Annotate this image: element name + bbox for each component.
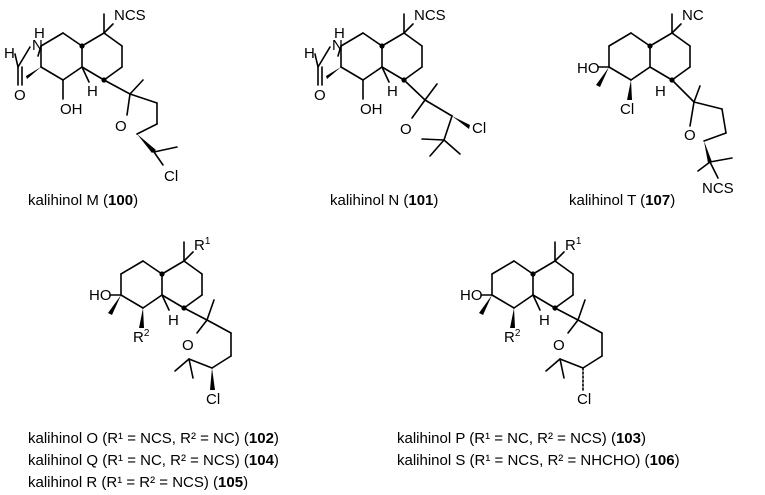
- structure-kalihinol-n: NCS N H H O OH H O Cl: [304, 7, 486, 157]
- caption-kalihinol-m: kalihinol M (100): [28, 192, 139, 209]
- caption-kalihinol-o: kalihinol O (R¹ = NCS, R² = NC) (102): [28, 430, 279, 447]
- ho-label: HO: [89, 287, 112, 304]
- n-label: N: [32, 37, 43, 54]
- o-label: O: [684, 127, 696, 144]
- o-label: O: [182, 337, 194, 354]
- oh-label: OH: [60, 101, 83, 118]
- h-label: H: [387, 83, 398, 100]
- h-label: H: [34, 25, 45, 42]
- r-label: R1: [194, 236, 211, 254]
- r-label: R2: [504, 328, 521, 346]
- h-label: H: [87, 83, 98, 100]
- o-label: O: [14, 87, 26, 104]
- cl-label: Cl: [577, 391, 591, 408]
- cl-label: Cl: [472, 120, 486, 137]
- caption-kalihinol-s: kalihinol S (R¹ = NCS, R² = NHCHO) (106): [397, 452, 680, 469]
- structure-kalihinol-t: NC HO Cl H O NCS: [577, 7, 734, 197]
- caption-kalihinol-n: kalihinol N (101): [330, 192, 439, 209]
- h-label: H: [655, 83, 666, 100]
- structure-kalihinol-oqr: R1 HO R2 H O Cl: [89, 236, 232, 408]
- structure-kalihinol-ps: R1 HO R2 H O Cl: [460, 236, 603, 408]
- h-label: H: [539, 312, 550, 329]
- h-label: H: [4, 45, 15, 62]
- o-label: O: [400, 121, 412, 138]
- ho-label: HO: [577, 60, 600, 77]
- o-label: O: [115, 118, 127, 135]
- oh-label: OH: [360, 101, 383, 118]
- ho-label: HO: [460, 287, 483, 304]
- o-label: O: [314, 87, 326, 104]
- structure-kalihinol-m: NCS N H H O OH H O Cl: [4, 7, 178, 185]
- cl-label: Cl: [164, 168, 178, 185]
- o-label: O: [553, 337, 565, 354]
- ncs-label: NCS: [414, 7, 446, 24]
- caption-kalihinol-p: kalihinol P (R¹ = NC, R² = NCS) (103): [397, 430, 646, 447]
- r-label: R2: [133, 328, 150, 346]
- cl-label: Cl: [620, 101, 634, 118]
- cl-label: Cl: [206, 391, 220, 408]
- h-label: H: [304, 45, 315, 62]
- nc-label: NC: [682, 7, 704, 24]
- ncs-label: NCS: [114, 7, 146, 24]
- caption-kalihinol-r: kalihinol R (R¹ = R² = NCS) (105): [28, 474, 249, 491]
- caption-kalihinol-t: kalihinol T (107): [569, 192, 676, 209]
- r-label: R1: [565, 236, 582, 254]
- caption-kalihinol-q: kalihinol Q (R¹ = NC, R² = NCS) (104): [28, 452, 279, 469]
- n-label: N: [332, 37, 343, 54]
- h-label: H: [168, 312, 179, 329]
- ncs-label: NCS: [702, 180, 734, 197]
- h-label: H: [334, 25, 345, 42]
